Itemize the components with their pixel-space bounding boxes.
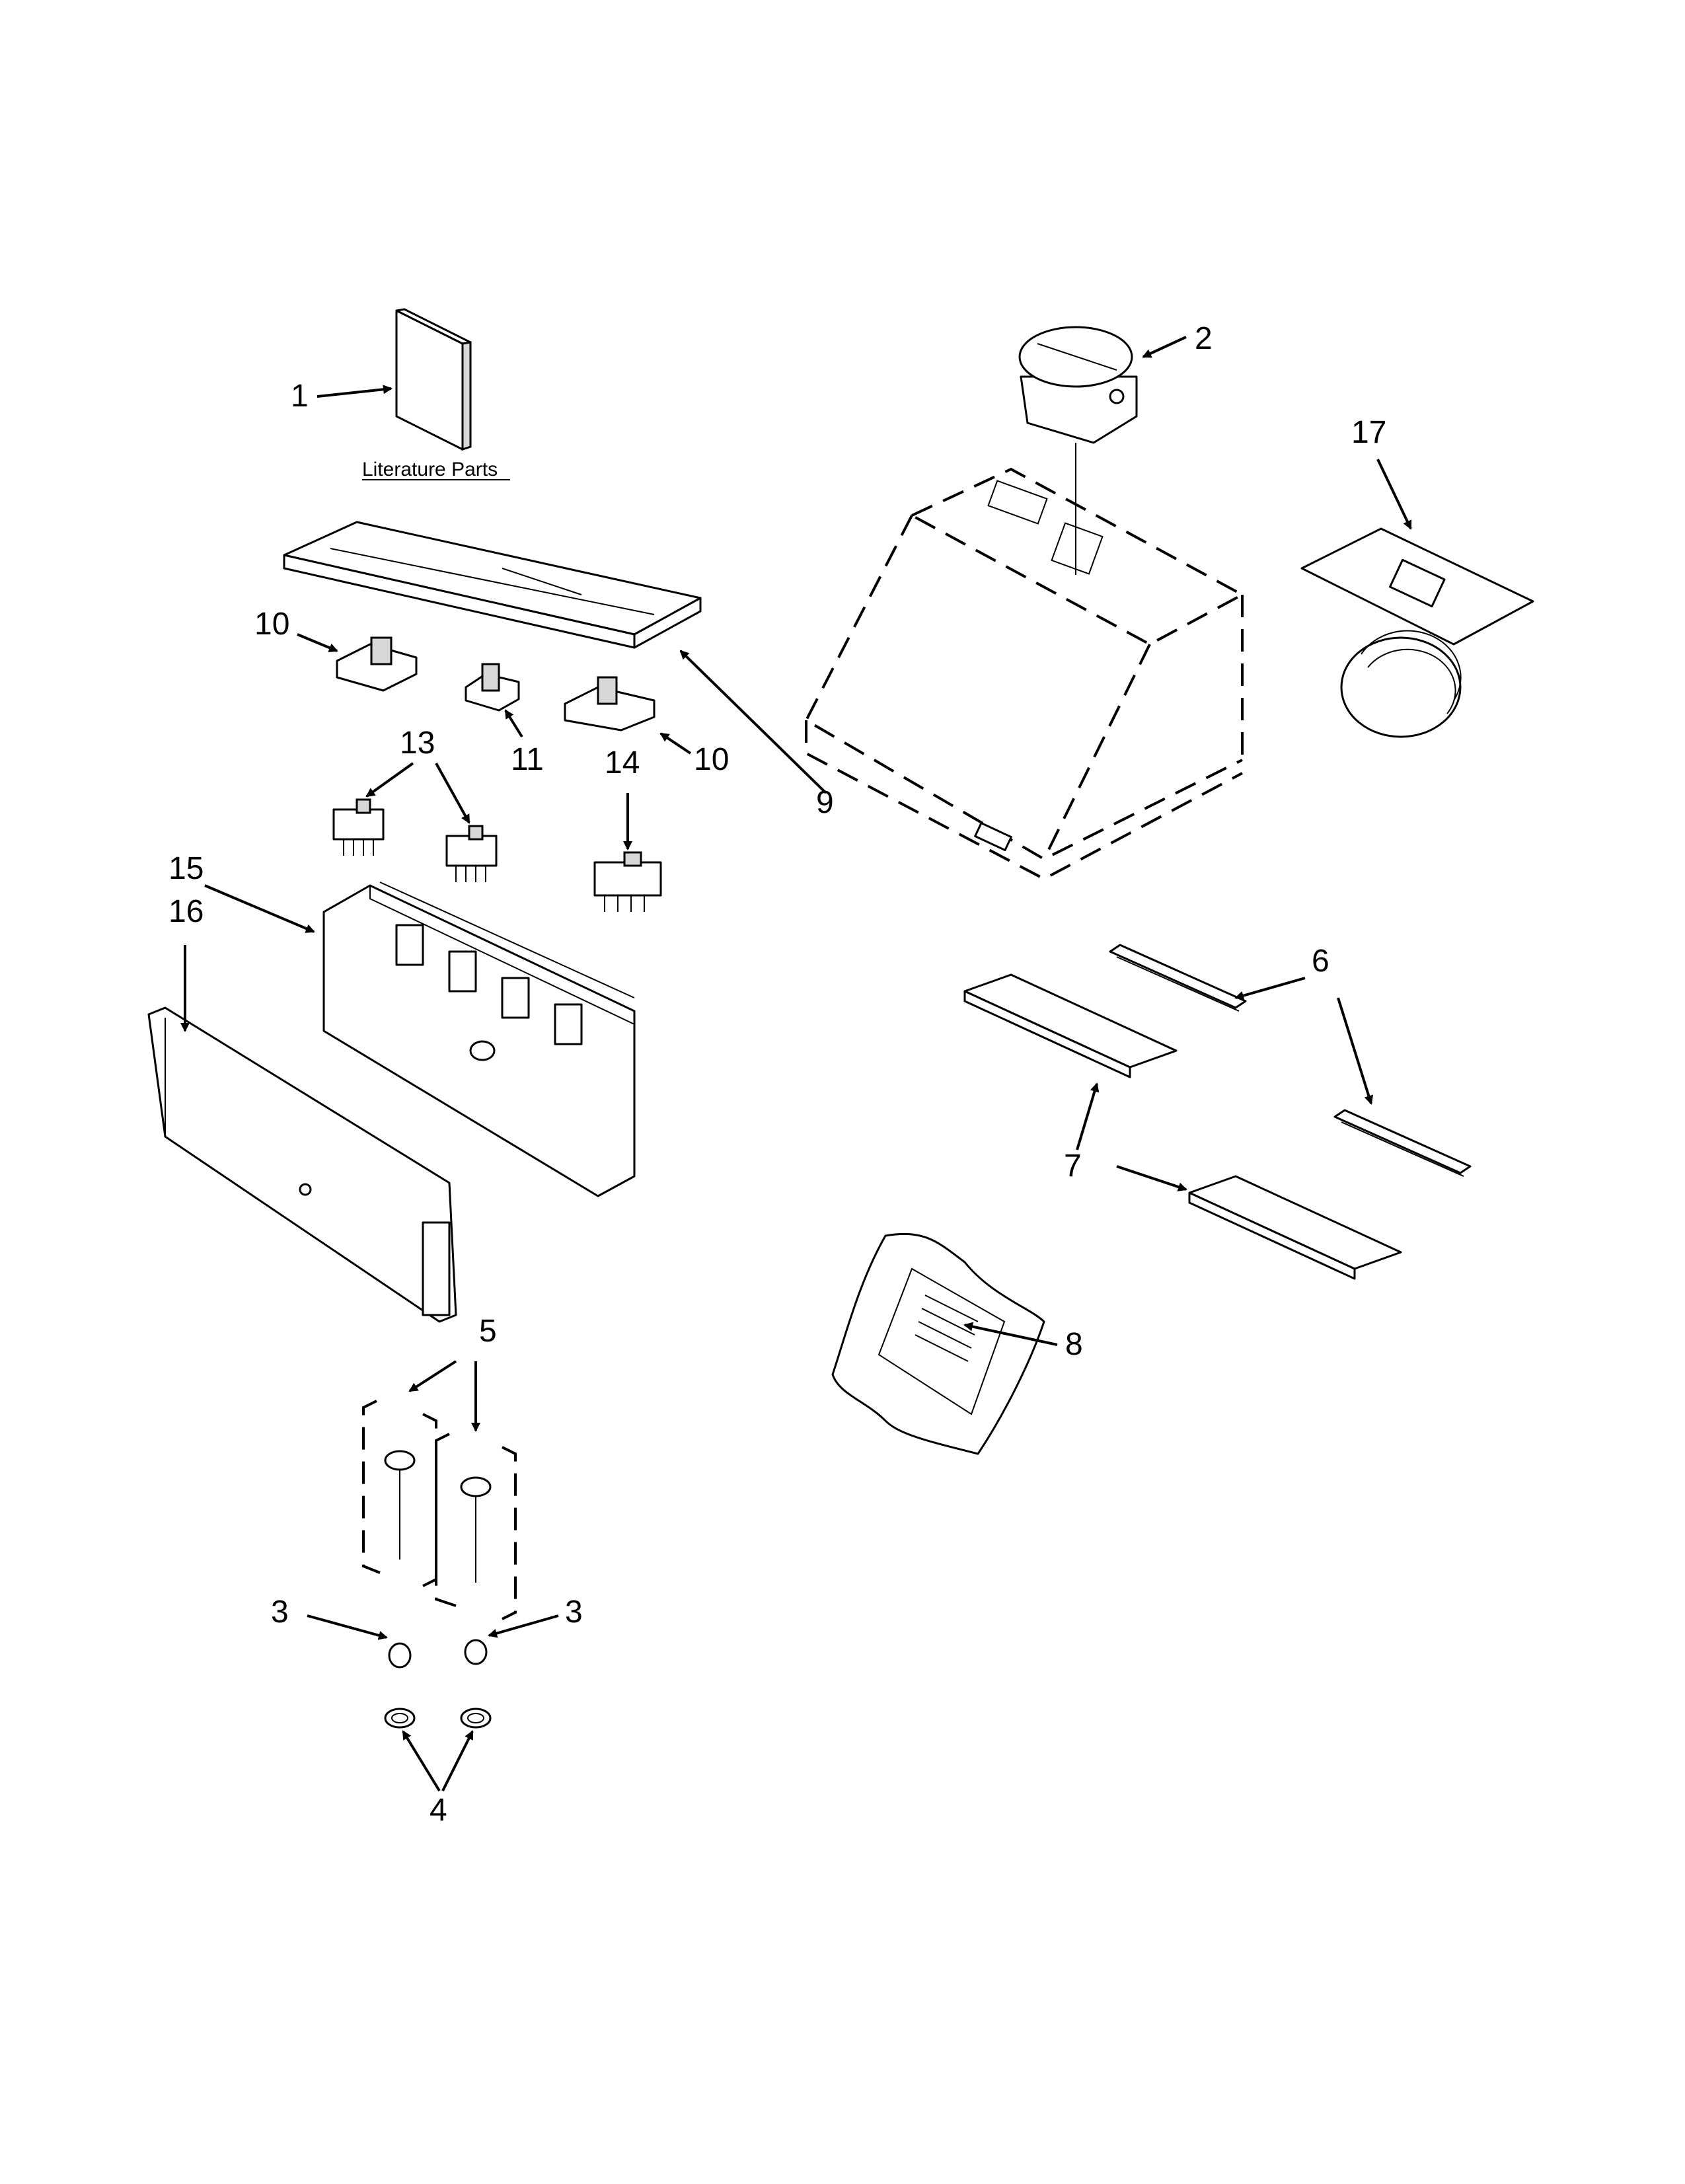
callout-4: 4 [430, 1793, 447, 1828]
callout-17: 17 [1351, 415, 1386, 450]
instruction-bag [831, 1232, 1045, 1455]
knob-center [465, 663, 520, 712]
literature-booklet: Literature Parts [362, 308, 510, 480]
front-panel [147, 1006, 457, 1323]
callout-11: 11 [511, 742, 544, 777]
callout-13: 13 [400, 726, 435, 761]
range-hood-body [804, 443, 1246, 881]
literature-parts-caption: Literature Parts [362, 459, 498, 480]
callout-2: 2 [1195, 321, 1213, 356]
callout-8: 8 [1065, 1327, 1083, 1362]
blower-assembly [1300, 527, 1534, 738]
callout-3-right: 3 [565, 1595, 583, 1630]
callout-14: 14 [605, 745, 640, 780]
filter-channels [1109, 944, 1472, 1177]
callout-10-left: 10 [254, 607, 289, 642]
callout-9: 9 [816, 785, 834, 820]
switch-bracket [322, 882, 636, 1197]
light-lenses [384, 1708, 492, 1729]
callout-5: 5 [479, 1314, 497, 1349]
knob-left [336, 636, 418, 692]
callout-16: 16 [168, 894, 204, 929]
grease-filters [963, 973, 1402, 1280]
callout-10-right: 10 [694, 742, 729, 777]
callout-1: 1 [291, 379, 309, 414]
light-bulbs [388, 1639, 488, 1669]
damper-assembly [1018, 326, 1138, 444]
callout-7: 7 [1064, 1148, 1082, 1184]
control-panel-housing [283, 521, 702, 649]
switch-center [445, 825, 498, 882]
callout-labels: 1 2 3 3 4 5 6 7 8 9 10 10 11 13 14 15 16… [168, 321, 1386, 1828]
callout-3-left: 3 [271, 1595, 289, 1630]
leader-lines [180, 336, 1412, 1792]
switch-right [593, 851, 662, 912]
callout-15: 15 [168, 851, 204, 886]
lamp-sockets [362, 1400, 517, 1620]
switch-left [332, 798, 385, 856]
callout-6: 6 [1312, 944, 1329, 979]
knob-right [564, 676, 655, 732]
